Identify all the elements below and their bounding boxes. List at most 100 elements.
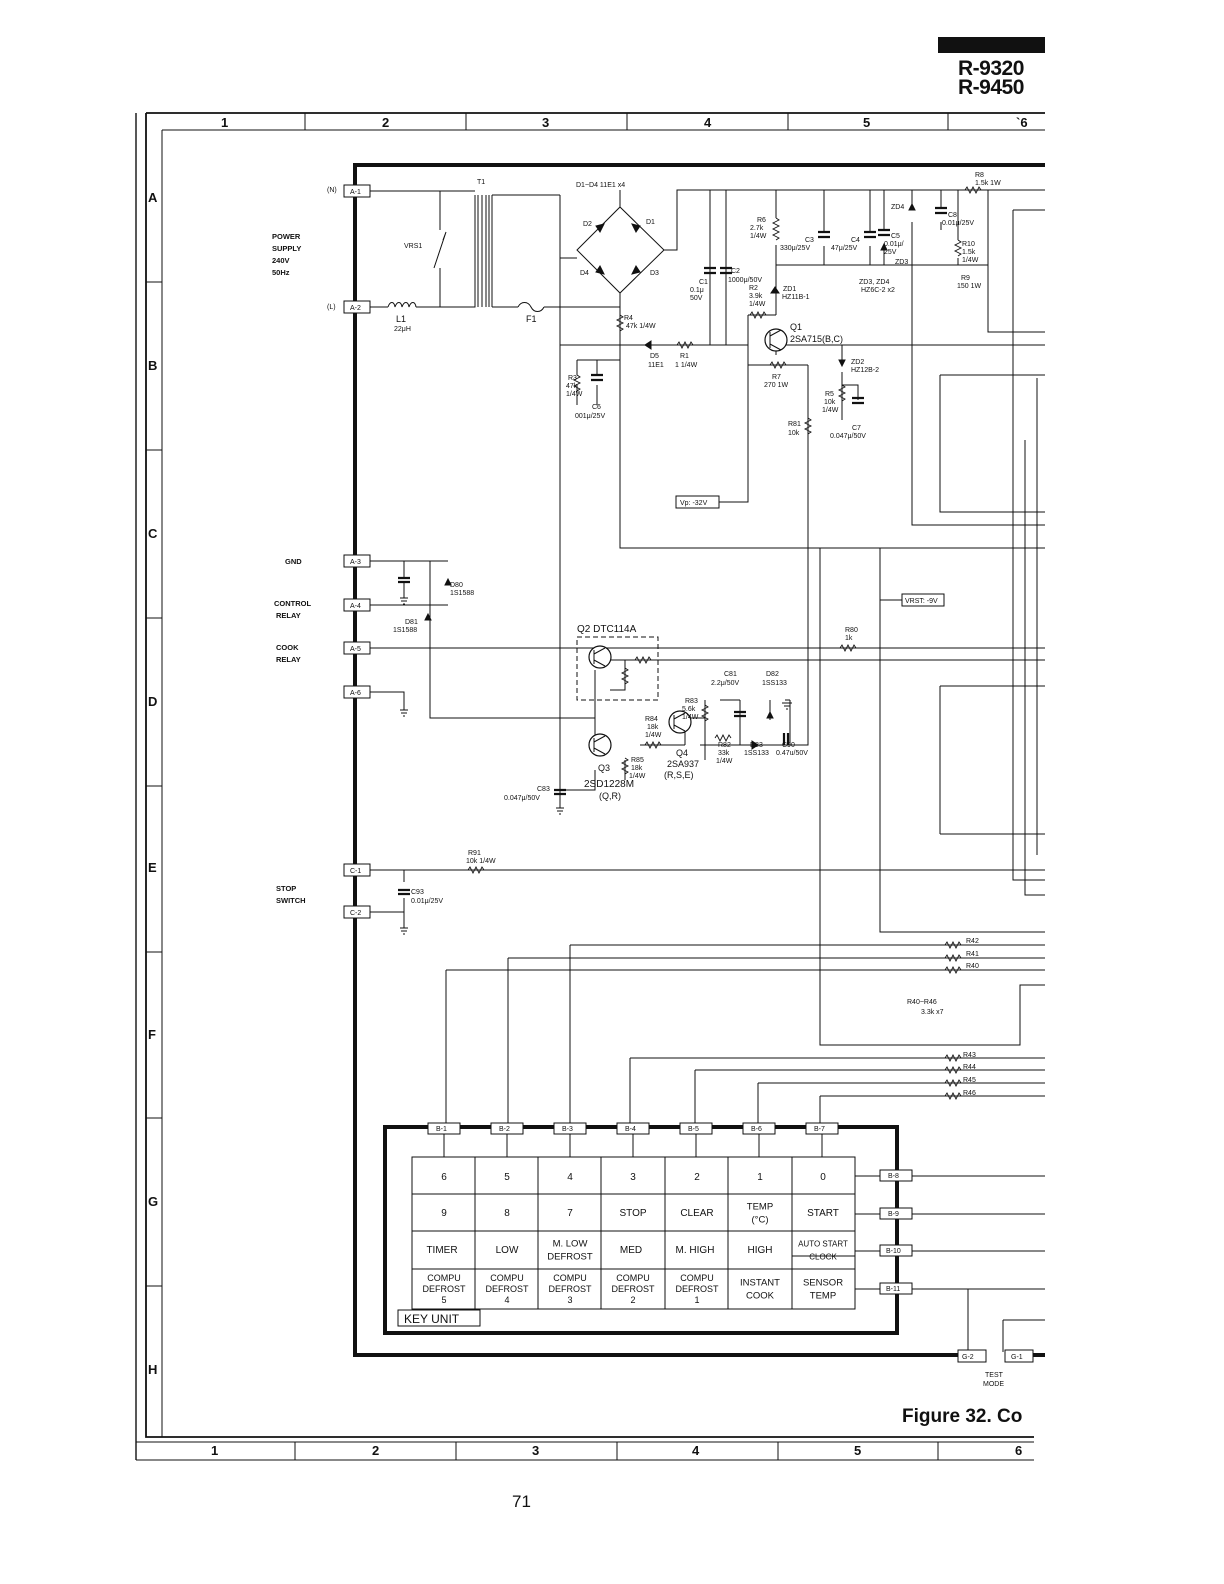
c7-label: C7 bbox=[852, 425, 861, 432]
q1-label: Q1 bbox=[790, 322, 802, 332]
d80-value: 1S1588 bbox=[450, 590, 474, 597]
connector-c1: C-1 bbox=[350, 868, 361, 875]
r3-label: R3 bbox=[568, 375, 577, 382]
power-supply-line1: POWER bbox=[272, 232, 301, 241]
r10-value: 1.5k bbox=[962, 249, 976, 256]
key-high: HIGH bbox=[748, 1245, 773, 1256]
d83-label: D83 bbox=[750, 742, 763, 749]
d3-label: D3 bbox=[650, 270, 659, 277]
row-label-g: G bbox=[148, 1194, 158, 1209]
key-temp-line2: (°C) bbox=[752, 1215, 769, 1226]
zd3-label: ZD3 bbox=[895, 259, 908, 266]
key-sensor-temp-line2: TEMP bbox=[810, 1291, 836, 1302]
control-relay-line1: CONTROL bbox=[274, 599, 311, 608]
zd1-label: ZD1 bbox=[783, 286, 796, 293]
key-compu-defrost-2-line2: DEFROST bbox=[611, 1284, 655, 1294]
key-5: 5 bbox=[504, 1172, 510, 1183]
r44-label: R44 bbox=[963, 1064, 976, 1071]
r84-value: 18k bbox=[647, 724, 659, 731]
r40-r46-value: 3.3k x7 bbox=[921, 1009, 944, 1016]
gnd-label: GND bbox=[285, 557, 302, 566]
r4-value: 47k 1/4W bbox=[626, 323, 656, 330]
key-0: 0 bbox=[820, 1172, 826, 1183]
q4-label: Q4 bbox=[676, 748, 688, 758]
r43-label: R43 bbox=[963, 1052, 976, 1059]
d81-label: D81 bbox=[405, 619, 418, 626]
c4-label: C4 bbox=[851, 237, 860, 244]
row-label-a: A bbox=[148, 190, 158, 205]
key-start: START bbox=[807, 1208, 839, 1219]
key-compu-defrost-5-line3: 5 bbox=[441, 1295, 446, 1305]
key-clear: CLEAR bbox=[680, 1208, 713, 1219]
connector-b11: B-11 bbox=[886, 1286, 900, 1293]
zd1-value: HZ11B-1 bbox=[782, 294, 810, 301]
c93-label: C93 bbox=[411, 889, 424, 896]
key-matrix bbox=[411, 1156, 856, 1310]
d5-label: D5 bbox=[650, 353, 659, 360]
connector-g2: G-2 bbox=[962, 1354, 974, 1361]
key-compu-defrost-5-line2: DEFROST bbox=[422, 1284, 466, 1294]
r40-label: R40 bbox=[966, 963, 979, 970]
vrst-label: VRST: -9V bbox=[905, 598, 938, 605]
figure-caption: Figure 32. Co bbox=[902, 1406, 1023, 1427]
connector-g1: G-1 bbox=[1011, 1354, 1023, 1361]
r10-power: 1/4W bbox=[962, 257, 979, 264]
r41-label: R41 bbox=[966, 951, 979, 958]
r3-power: 1/4W bbox=[566, 391, 583, 398]
col-label-6-top: `6 bbox=[1016, 115, 1028, 130]
row-label-d: D bbox=[148, 694, 157, 709]
r85-power: 1/4W bbox=[629, 773, 646, 780]
cook-relay-line2: RELAY bbox=[276, 655, 301, 664]
r91-label: R91 bbox=[468, 850, 481, 857]
r42-label: R42 bbox=[966, 938, 979, 945]
col-label-2-top: 2 bbox=[382, 115, 389, 130]
r2-power: 1/4W bbox=[749, 301, 766, 308]
r81-label: R81 bbox=[788, 421, 801, 428]
test-mode-line1: TEST bbox=[985, 1372, 1004, 1379]
key-compu-defrost-3-line2: DEFROST bbox=[548, 1284, 592, 1294]
zd3-zd4-label: ZD3, ZD4 bbox=[859, 279, 889, 286]
connector-b7: B-7 bbox=[814, 1126, 825, 1133]
l1-label: L1 bbox=[396, 314, 406, 324]
r84-label: R84 bbox=[645, 716, 658, 723]
r10-label: R10 bbox=[962, 241, 975, 248]
r46-label: R46 bbox=[963, 1090, 976, 1097]
key-stop: STOP bbox=[619, 1208, 646, 1219]
zd4-label: ZD4 bbox=[891, 204, 904, 211]
r6-power: 1/4W bbox=[750, 233, 767, 240]
stop-switch-line1: STOP bbox=[276, 884, 296, 893]
col-label-6-bottom: 6 bbox=[1015, 1443, 1022, 1458]
r4-label: R4 bbox=[624, 315, 633, 322]
page-number: 71 bbox=[512, 1492, 531, 1511]
zd3-zd4-value: HZ6C-2 x2 bbox=[861, 287, 895, 294]
key-unit-title: KEY UNIT bbox=[404, 1312, 460, 1326]
d80-label: D80 bbox=[450, 582, 463, 589]
r5-power: 1/4W bbox=[822, 407, 839, 414]
l1-value: 22μH bbox=[394, 326, 411, 333]
connector-b6: B-6 bbox=[751, 1126, 762, 1133]
r84-power: 1/4W bbox=[645, 732, 662, 739]
key-auto-start-clock-line2: CLOCK bbox=[809, 1253, 837, 1262]
key-2: 2 bbox=[694, 1172, 700, 1183]
col-label-4-bottom: 4 bbox=[692, 1443, 700, 1458]
c1-value: 0.1μ bbox=[690, 287, 704, 294]
c4-value: 47μ/25V bbox=[831, 245, 858, 252]
q3-value: 2SD1228M bbox=[584, 779, 634, 790]
r1-value: 1 1/4W bbox=[675, 362, 698, 369]
d4-label: D4 bbox=[580, 270, 589, 277]
r81-value: 10k bbox=[788, 430, 800, 437]
row-label-e: E bbox=[148, 860, 157, 875]
key-compu-defrost-1-line2: DEFROST bbox=[675, 1284, 719, 1294]
d5-value: 11E1 bbox=[648, 362, 664, 369]
connector-a4: A-4 bbox=[350, 603, 361, 610]
key-low: LOW bbox=[496, 1245, 519, 1256]
key-compu-defrost-1-line3: 1 bbox=[694, 1295, 699, 1305]
q3-rank: (Q,R) bbox=[599, 791, 621, 801]
key-compu-defrost-5-line1: COMPU bbox=[427, 1273, 461, 1283]
r82-value: 33k bbox=[718, 750, 730, 757]
r5-label: R5 bbox=[825, 391, 834, 398]
col-label-1-bottom: 1 bbox=[211, 1443, 218, 1458]
c1-voltage: 50V bbox=[690, 295, 703, 302]
connector-b9: B-9 bbox=[888, 1211, 899, 1218]
